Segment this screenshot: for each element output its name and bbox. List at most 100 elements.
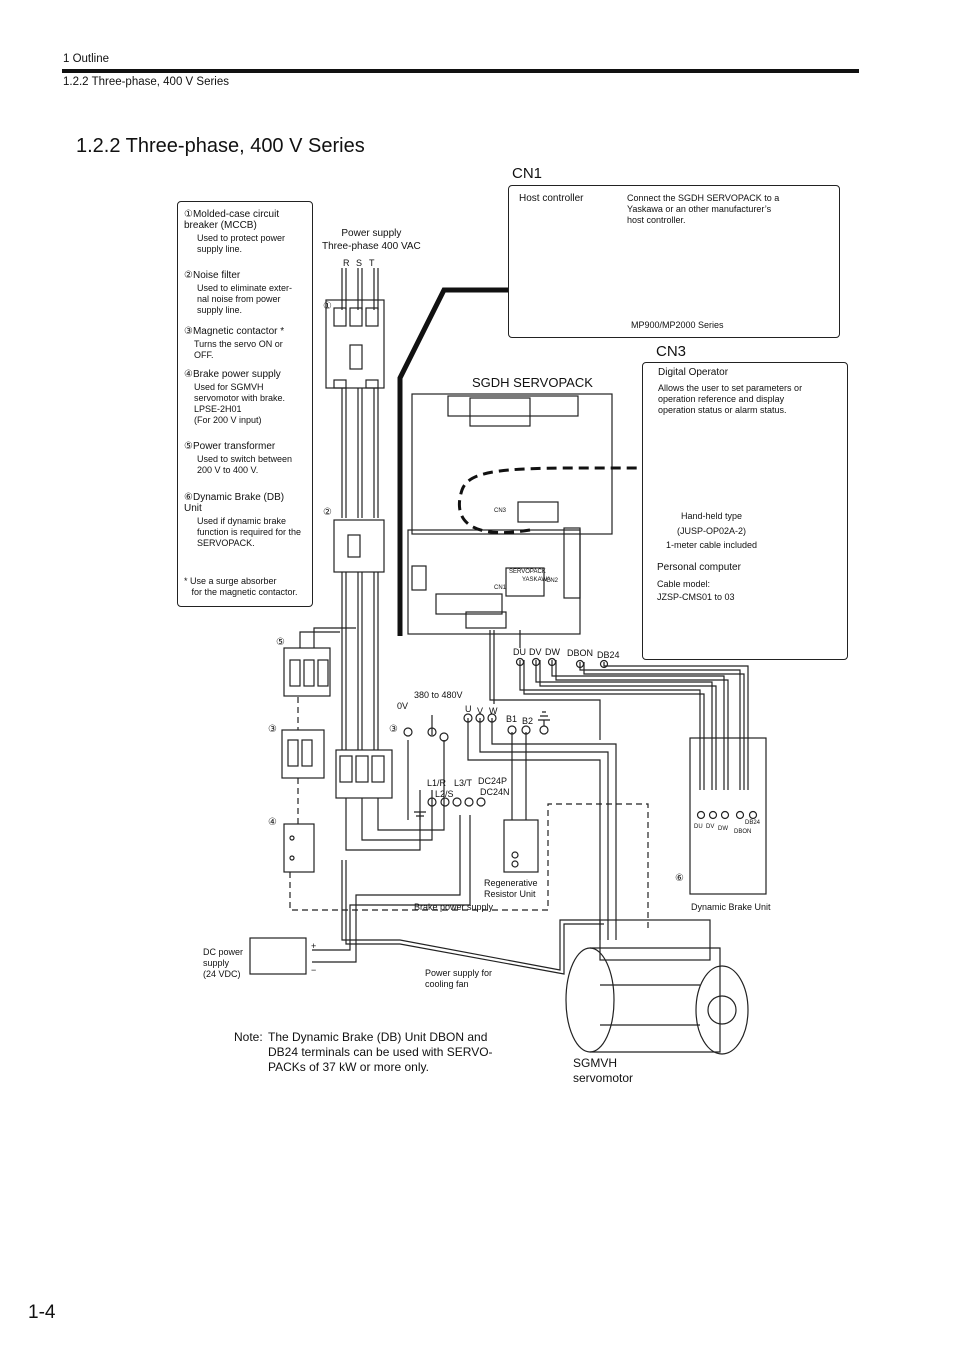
motor-rear: [565, 947, 615, 1053]
dbu-term-dbon: DBON: [734, 829, 752, 835]
num-brake-power: ④: [268, 817, 277, 828]
term-0v: 0V: [397, 701, 409, 711]
servopack-badge: SERVOPACK: [509, 569, 546, 575]
legend-desc: Turns the servo ON or OFF.: [194, 339, 283, 360]
term-dc24p: DC24P: [478, 776, 508, 786]
legend-desc: Used to eliminate exter- nal noise from …: [197, 283, 293, 315]
legend-item-4: ④Brake power supply Used for SGMVH servo…: [184, 369, 312, 426]
term-range: 380 to 480V: [414, 690, 463, 700]
transformer-body: [283, 647, 331, 697]
page-number: 1-4: [28, 1302, 56, 1323]
legend-desc: Used for SGMVH servomotor with brake. LP…: [194, 382, 286, 425]
motor-terminal-box: [599, 919, 711, 961]
legend-num: ⑤: [184, 441, 193, 452]
legend-footnote: * Use a surge absorber for the magnetic …: [184, 576, 298, 597]
term-b2: B2: [522, 716, 534, 726]
header-rule: [62, 69, 859, 73]
num-transformer: ⑤: [276, 637, 285, 648]
cn1-box: [508, 185, 840, 338]
legend-item-3: ③Magnetic contactor * Turns the servo ON…: [184, 326, 312, 361]
dc-power-label: DC power supply (24 VDC): [203, 947, 244, 979]
term-dc24n: DC24N: [480, 787, 510, 797]
note-text: The Dynamic Brake (DB) Unit DBON and DB2…: [268, 1030, 493, 1074]
regen-body: [503, 819, 539, 873]
page-title: 1.2.2 Three-phase, 400 V Series: [76, 135, 365, 157]
num-contactor-main: ③: [389, 724, 398, 735]
legend-num: ④: [184, 369, 193, 380]
header-section: 1.2.2 Three-phase, 400 V Series: [63, 76, 230, 88]
dc-power-body: [249, 937, 307, 975]
dbu-term-dw: DW: [718, 826, 728, 832]
servopack-brand: YASKAWA: [522, 577, 551, 583]
contactor-main: [335, 749, 393, 799]
term-l2s: L2/S: [435, 789, 454, 799]
host-controller-label: Host controller: [519, 193, 584, 204]
brake-power-label: Brake power supply: [414, 902, 494, 912]
legend-num: ⑥: [184, 492, 193, 503]
term-l1r: L1/R: [427, 778, 447, 788]
legend-num: ①: [184, 209, 193, 220]
legend-title: Brake power supply: [192, 369, 281, 380]
legend-item-5: ⑤Power transformer Used to switch betwee…: [184, 441, 312, 476]
num-dbu: ⑥: [675, 873, 684, 884]
legend-desc: Used to switch between 200 V to 400 V.: [197, 454, 293, 475]
legend-title: Molded-case circuit breaker (MCCB): [184, 209, 280, 231]
num-contactor-aux: ③: [268, 724, 277, 735]
cn3-box: [642, 362, 848, 660]
dbu-term-db24: DB24: [745, 820, 761, 826]
term-b1: B1: [506, 714, 518, 724]
controller-series: MP900/MP2000 Series: [631, 320, 724, 330]
phase-s: S: [356, 258, 363, 268]
legend-item-1: ①Molded-case circuit breaker (MCCB) Used…: [184, 209, 312, 255]
term-dbon: DBON: [567, 648, 594, 658]
dc-plus: +: [311, 941, 317, 951]
num-noise-filter: ②: [323, 507, 332, 518]
power-supply-label: Power supply Three-phase 400 VAC: [322, 228, 421, 252]
legend-num: ③: [184, 326, 193, 337]
digital-operator-label: Digital Operator: [658, 367, 729, 378]
dbu-term-dv: DV: [706, 824, 715, 830]
noise-filter-body: [333, 519, 385, 573]
legend-title: Noise filter: [192, 270, 241, 281]
legend-item-2: ②Noise filter Used to eliminate exter- n…: [184, 270, 312, 316]
term-u: U: [465, 704, 472, 714]
cooling-fan-label: Power supply for cooling fan: [425, 968, 493, 989]
digital-operator-note: Allows the user to set parameters or ope…: [658, 383, 803, 415]
phase-t: T: [369, 258, 375, 268]
term-dw: DW: [545, 647, 560, 657]
cn1-label: CN1: [512, 165, 543, 182]
legend-title: Dynamic Brake (DB) Unit: [184, 492, 285, 514]
servopack-cn2: CN2: [546, 578, 559, 584]
term-dv: DV: [529, 647, 542, 657]
servopack-top: [411, 393, 613, 535]
term-l3t: L3/T: [454, 778, 473, 788]
motor-label: SGMVH servomotor: [573, 1056, 634, 1085]
legend-title: Power transformer: [192, 441, 276, 452]
component-legend: [177, 201, 313, 607]
legend-num: ②: [184, 270, 193, 281]
brake-power-body: [283, 823, 315, 873]
term-db24: DB24: [597, 650, 620, 660]
cn3-label: CN3: [656, 343, 687, 360]
header-chapter: 1 Outline: [63, 53, 110, 65]
phase-r: R: [343, 258, 350, 268]
servopack-cn1: CN1: [494, 585, 507, 591]
servopack-cn3: CN3: [494, 508, 507, 514]
legend-item-6: ⑥Dynamic Brake (DB) Unit Used if dynamic…: [184, 492, 312, 549]
term-du: DU: [513, 647, 526, 657]
term-v: V: [477, 706, 484, 716]
regen-label: Regenerative Resistor Unit: [484, 878, 538, 899]
legend-title: Magnetic contactor *: [192, 326, 285, 337]
dbu-term-du: DU: [694, 824, 703, 830]
num-mccb: ①: [323, 301, 332, 312]
host-controller-note: Connect the SGDH SERVOPACK to a Yaskawa …: [627, 193, 780, 225]
term-w: W: [489, 706, 498, 716]
dc-minus: −: [311, 965, 317, 975]
servopack-label: SGDH SERVOPACK: [472, 375, 593, 390]
pc-cable: Cable model: JZSP-CMS01 to 03: [657, 579, 735, 602]
legend-desc: Used if dynamic brake function is requir…: [197, 516, 302, 548]
dbu-label: Dynamic Brake Unit: [691, 902, 771, 912]
pc-label: Personal computer: [657, 562, 741, 573]
contactor-aux: [281, 729, 325, 779]
note-prefix: Note:: [234, 1030, 263, 1044]
